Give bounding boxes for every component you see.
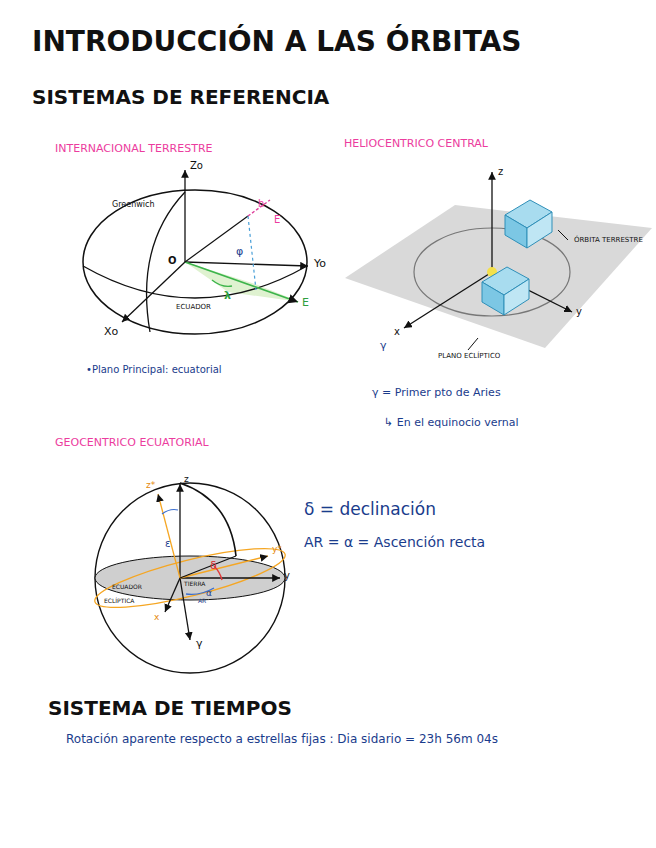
note-label: y [284, 570, 290, 582]
note-label: ECLÍPTICA [104, 598, 134, 605]
note-label: GEOCENTRICO ECUATORIAL [55, 437, 209, 450]
note-label: h [258, 198, 264, 210]
earth-cube [504, 279, 529, 315]
x-axis [404, 272, 492, 328]
note-label: SISTEMAS DE REFERENCIA [32, 86, 329, 109]
note-label: INTERNACIONAL TERRESTRE [55, 143, 213, 156]
note-label: z [498, 166, 503, 178]
note-label: Xo [104, 326, 118, 339]
earth-cube [482, 282, 504, 315]
ystar-axis [180, 556, 268, 578]
note-label: λ [224, 290, 231, 303]
x-axis [165, 578, 180, 612]
note-label: ε [165, 538, 170, 550]
note-label: Zo [190, 160, 203, 172]
note-label: ECUADOR [176, 303, 211, 311]
note-label: γ [380, 340, 387, 353]
meridian-arc [180, 483, 236, 556]
note-label: AR [198, 598, 206, 605]
aries-axis [180, 578, 190, 640]
star-direction [180, 556, 236, 578]
note-label: α [206, 588, 212, 598]
height-dash [248, 216, 256, 290]
note-label: ÓRBITA TERRESTRE [574, 236, 643, 244]
note-label: Greenwich [112, 200, 154, 209]
leader-line [468, 338, 478, 350]
zstar-axis [158, 494, 180, 578]
equator-plane [95, 556, 285, 600]
celestial-sphere [95, 483, 285, 673]
note-label: AR = α = Ascención recta [304, 534, 485, 550]
earth-cube [505, 215, 527, 248]
x-axis [122, 262, 185, 322]
y-axis [185, 262, 308, 266]
note-label: •Plano Principal: ecuatorial [86, 364, 222, 376]
note-label: HELIOCENTRICO CENTRAL [344, 138, 488, 151]
geo-frame [91, 483, 290, 673]
earth-frame [83, 170, 308, 334]
earth-outline [83, 190, 307, 334]
z-axis [491, 172, 492, 272]
longitude-sector [185, 262, 300, 302]
note-label: y [576, 306, 582, 318]
z-axis [179, 484, 180, 578]
note-label: z [184, 474, 189, 484]
note-label: φ [236, 246, 243, 259]
note-label: PLANO ECLÍPTICO [438, 352, 500, 360]
note-label: ↳ En el equinocio vernal [384, 417, 519, 430]
epsilon-arc [162, 510, 178, 515]
helio-frame [345, 172, 652, 350]
note-label: ECUADOR [112, 584, 142, 591]
note-label: δ [210, 560, 217, 573]
page-title: INTRODUCCIÓN A LAS ÓRBITAS [32, 26, 522, 58]
note-label: Rotación aparente respecto a estrellas f… [66, 733, 498, 747]
z-axis [184, 170, 185, 262]
note-label: γ = Primer pto de Aries [372, 387, 501, 400]
earth-cube [527, 212, 552, 248]
leader-line [558, 230, 568, 240]
radius-line [185, 216, 248, 262]
note-label: SISTEMA DE TIEMPOS [48, 697, 292, 720]
note-label: O [168, 255, 177, 267]
note-label: TIERRA [184, 581, 205, 588]
note-label: E [274, 214, 280, 226]
note-label: z* [146, 480, 155, 490]
note-label: y* [272, 544, 282, 554]
note-label: x [154, 612, 159, 622]
ecliptic-ring [91, 537, 290, 619]
ecliptic-plane [345, 205, 652, 348]
note-label: Yo [314, 258, 326, 271]
note-label: γ [196, 638, 203, 651]
y-axis [180, 577, 280, 578]
e-direction [185, 262, 298, 302]
note-label: x [394, 326, 400, 338]
note-label: E [302, 297, 309, 310]
lambda-arc [212, 280, 232, 286]
note-label: δ = declinación [304, 500, 436, 520]
